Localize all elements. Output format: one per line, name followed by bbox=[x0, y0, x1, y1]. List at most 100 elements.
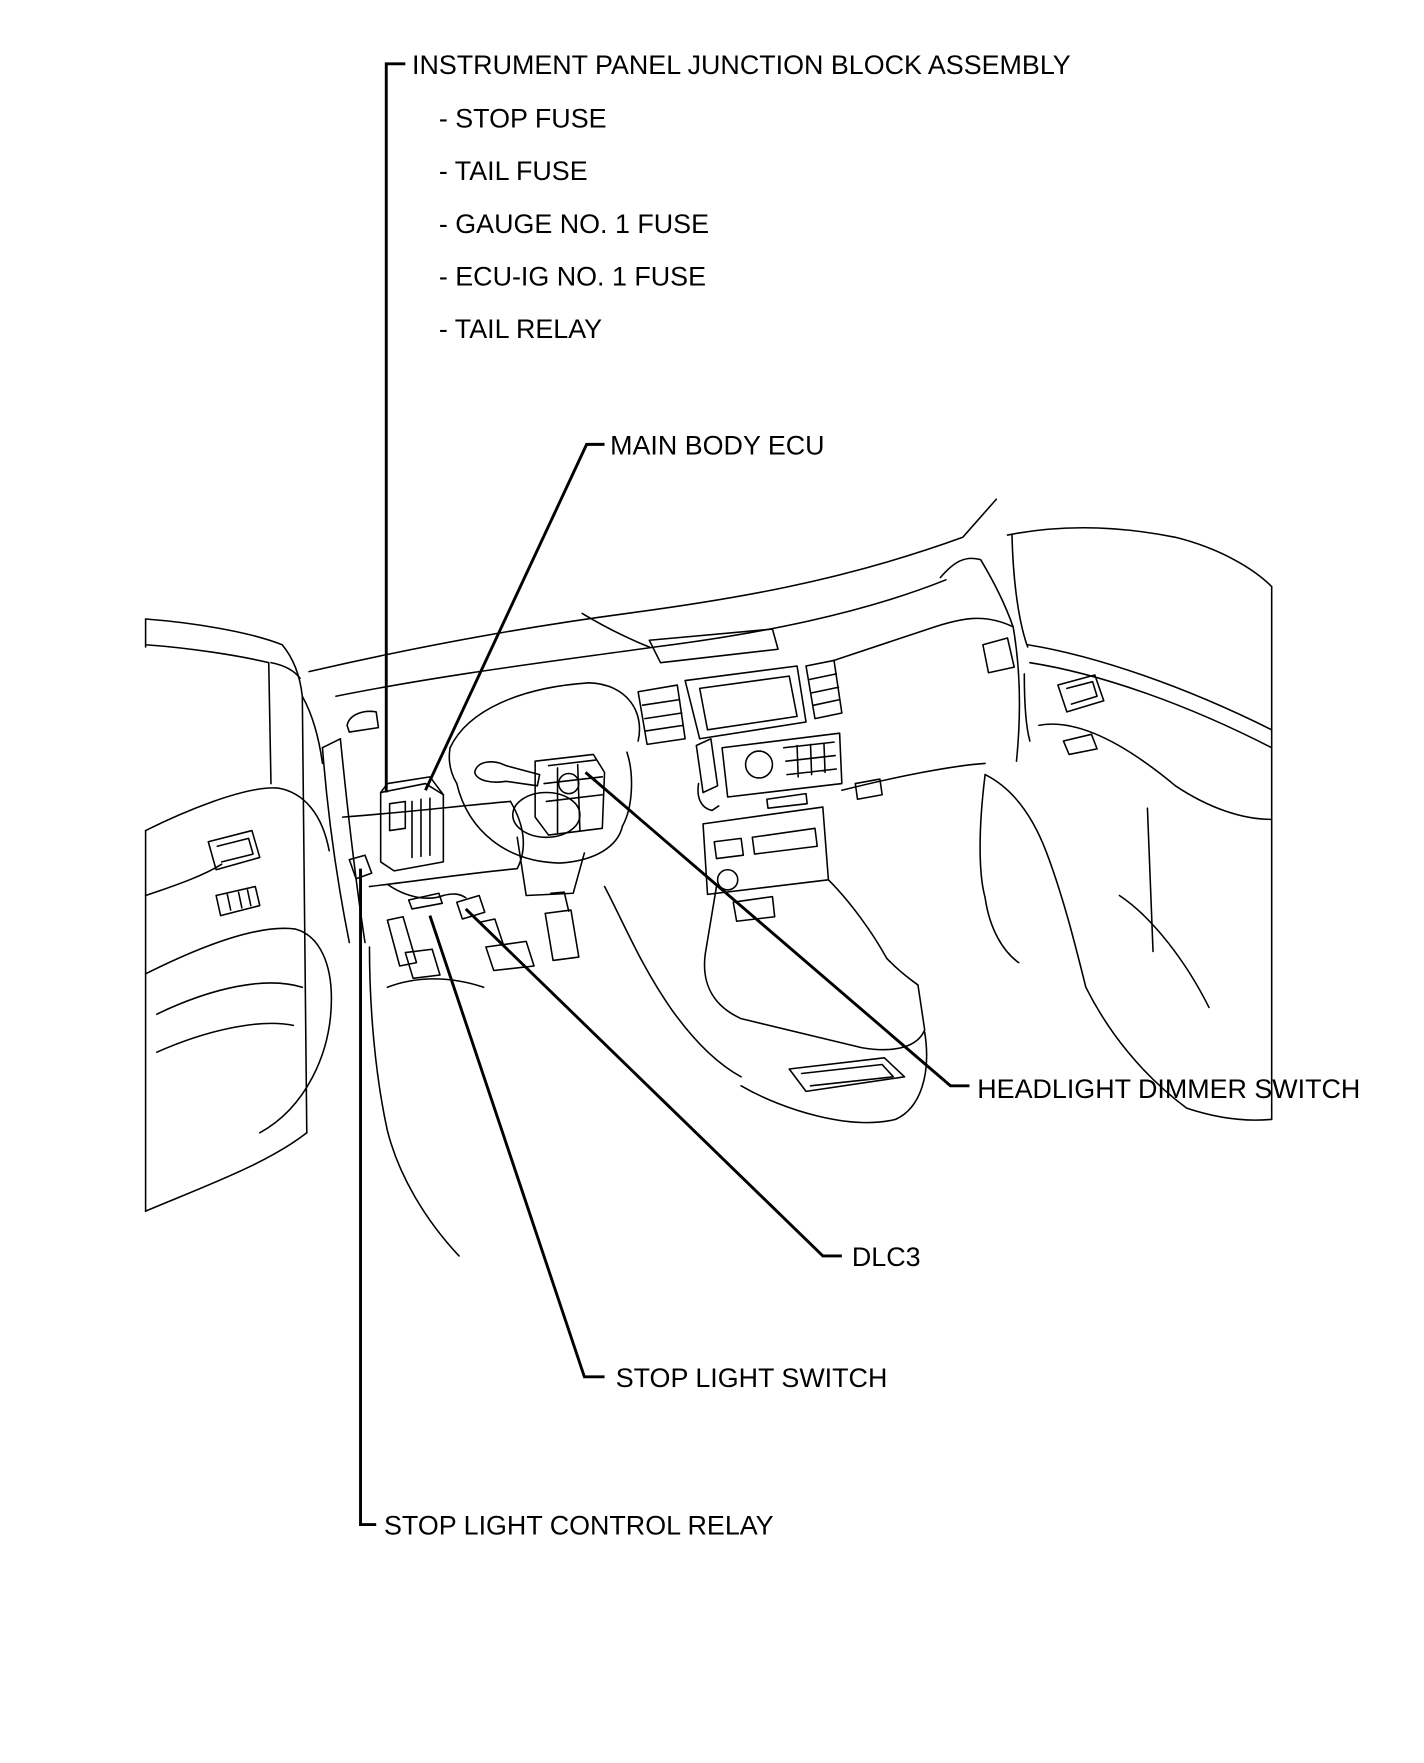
dashboard-right-section bbox=[833, 617, 1021, 762]
passenger-door-handle-inner bbox=[1066, 680, 1098, 705]
junction-block-housing bbox=[379, 782, 445, 872]
center-screen bbox=[698, 675, 798, 731]
console-tray bbox=[788, 1057, 906, 1093]
label-junction-block-item: - STOP FUSE bbox=[439, 104, 607, 134]
center-console-side bbox=[703, 885, 926, 1051]
callout-labels: INSTRUMENT PANEL JUNCTION BLOCK ASSEMBLY… bbox=[384, 50, 1360, 1541]
parking-brake-pedal bbox=[386, 915, 418, 967]
knee-panel-top bbox=[341, 800, 512, 818]
passenger-window-switch bbox=[1062, 733, 1098, 756]
driver-door-trim-line bbox=[144, 863, 223, 897]
passenger-door bbox=[979, 526, 1273, 1121]
center-vent-right-slats bbox=[808, 673, 841, 706]
dashboard-top-edge bbox=[308, 498, 998, 673]
steering-wheel-rim-left bbox=[448, 746, 458, 785]
label-junction-block-item: - ECU-IG NO. 1 FUSE bbox=[439, 261, 706, 291]
windshield-pillar-right bbox=[939, 557, 1014, 628]
driver-door-armrest bbox=[144, 927, 333, 1134]
passenger-door-lower-panel bbox=[984, 773, 1273, 1121]
lower-center-stack bbox=[702, 806, 830, 896]
junction-block-top bbox=[379, 776, 445, 796]
accelerator-pad bbox=[544, 909, 580, 962]
label-junction-block-item: - GAUGE NO. 1 FUSE bbox=[439, 209, 709, 239]
under-dash-components bbox=[348, 776, 486, 920]
windshield-base-line bbox=[335, 579, 947, 698]
wire-harness bbox=[386, 883, 467, 899]
top-display-recess bbox=[648, 628, 779, 664]
driver-door-pull-handle-inner bbox=[216, 837, 254, 863]
passenger-vent bbox=[982, 637, 1016, 674]
shift-area bbox=[732, 895, 776, 923]
passenger-door-armrest bbox=[1038, 723, 1273, 821]
label-junction-block-item: - TAIL RELAY bbox=[439, 314, 602, 344]
hazard-button-strip bbox=[766, 792, 808, 809]
center-tunnel-left bbox=[603, 885, 742, 1078]
climate-control-panel bbox=[721, 732, 843, 798]
floor-and-console bbox=[368, 879, 928, 1257]
leader-main-body-ecu bbox=[424, 442, 605, 791]
pedals bbox=[386, 891, 580, 980]
junction-block-connectors bbox=[388, 797, 431, 859]
driver-door-outer-top-frame bbox=[144, 618, 308, 1134]
driver-door-window-switch-buttons bbox=[226, 889, 252, 911]
combination-switch-body bbox=[534, 753, 606, 836]
center-vent-right bbox=[805, 659, 843, 720]
left-footwell-edge bbox=[368, 946, 460, 1257]
leader-headlight-dimmer-switch bbox=[584, 771, 970, 1088]
steering-column bbox=[516, 836, 586, 897]
center-vent-left-slats bbox=[641, 698, 684, 732]
label-headlight-dimmer-switch: HEADLIGHT DIMMER SWITCH bbox=[977, 1074, 1360, 1104]
accelerator-arm bbox=[550, 891, 570, 912]
brake-pedal-arm bbox=[478, 918, 505, 947]
combination-switch-body-details bbox=[543, 759, 604, 834]
a-pillar-left bbox=[301, 695, 324, 765]
console-tray-inner bbox=[800, 1063, 895, 1087]
glovebox-handle bbox=[854, 778, 883, 801]
leader-dlc3 bbox=[464, 907, 842, 1258]
leader-stop-light-switch bbox=[428, 915, 605, 1379]
leader-stop-light-control-relay bbox=[359, 868, 377, 1527]
stop-light-control-relay-box bbox=[348, 854, 373, 880]
lower-center-stack-controls bbox=[713, 827, 819, 860]
gear-shifter bbox=[695, 737, 720, 812]
label-dlc3: DLC3 bbox=[852, 1242, 921, 1272]
combination-switch-art bbox=[473, 753, 606, 836]
passenger-door-front-edge bbox=[1011, 534, 1029, 648]
vehicle-interior-illustration bbox=[144, 498, 1273, 1257]
center-console-lower bbox=[740, 1031, 928, 1124]
leader-lines bbox=[359, 62, 970, 1527]
driver-door-pocket bbox=[156, 982, 304, 1015]
passenger-door-window-sill-inner bbox=[1029, 661, 1273, 749]
center-screen-bezel bbox=[684, 665, 807, 740]
passenger-footwell-edge bbox=[979, 773, 1020, 964]
passenger-door-window-sill bbox=[1026, 643, 1273, 731]
steering-wheel-rim-lower bbox=[456, 782, 624, 864]
passenger-door-pocket-edge bbox=[1146, 807, 1154, 953]
passenger-door-trim bbox=[1023, 673, 1031, 742]
driver-door-pocket-lower bbox=[156, 1022, 295, 1053]
dlc3-connector bbox=[456, 894, 486, 920]
stop-light-switch-body bbox=[407, 892, 444, 910]
label-stop-light-switch: STOP LIGHT SWITCH bbox=[616, 1363, 888, 1393]
knee-panel-bottom bbox=[368, 867, 519, 888]
passenger-door-pocket bbox=[1118, 894, 1210, 1009]
dashboard bbox=[301, 498, 1021, 944]
driver-door bbox=[144, 618, 333, 1212]
climate-control-dial bbox=[744, 750, 774, 779]
driver-door-frame-corner bbox=[270, 661, 301, 680]
label-junction-block-title: INSTRUMENT PANEL JUNCTION BLOCK ASSEMBLY bbox=[412, 50, 1071, 80]
console-right-edge bbox=[827, 879, 919, 986]
passenger-door-top-frame bbox=[1006, 526, 1273, 588]
left-side-vent bbox=[346, 710, 380, 733]
dashboard-left-end-cap-top bbox=[321, 737, 342, 749]
dashboard-left-end-cap-outer bbox=[321, 746, 351, 944]
label-main-body-ecu: MAIN BODY ECU bbox=[610, 430, 824, 460]
brake-pedal-pad bbox=[485, 940, 535, 972]
leader-junction-block bbox=[384, 62, 406, 793]
steering-wheel-rim-right bbox=[621, 751, 633, 827]
passenger-door-handle bbox=[1057, 674, 1105, 713]
center-vent-left bbox=[637, 684, 686, 746]
climate-control-buttons bbox=[782, 741, 838, 778]
driver-door-pull-handle bbox=[207, 829, 261, 871]
